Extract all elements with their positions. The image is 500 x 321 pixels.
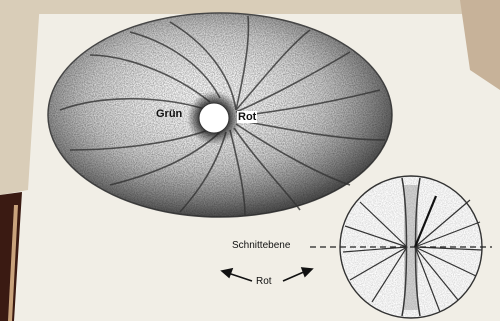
label-section-plane: Schnittebene [232,240,290,251]
label-red: Rot [237,111,257,123]
label-red-arrows: Rot [256,276,272,287]
label-green: Grün [156,108,182,120]
sphere-diagram [48,13,392,217]
